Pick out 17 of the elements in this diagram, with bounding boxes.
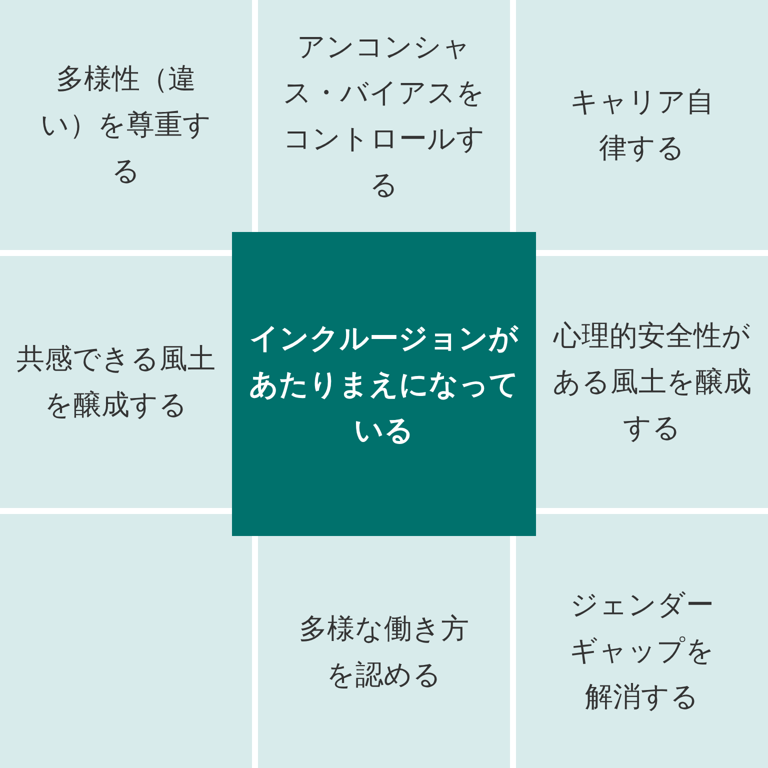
grid-cell (0, 514, 252, 768)
cell-text: ジェンダーギャップを解消する (568, 587, 716, 715)
cell-text: 共感できる風土を醸成する (16, 341, 216, 423)
cell-text: 多様な働き方を認める (299, 611, 469, 693)
cell-text: 多様性（違い）を尊重する (40, 61, 212, 189)
grid-cell (0, 0, 252, 250)
center-box (232, 232, 536, 536)
grid-cell (516, 514, 768, 768)
grid-cell (258, 536, 510, 768)
grid-cell (0, 256, 232, 508)
center-text: インクルージョンがあたりまえになっている (249, 320, 519, 449)
grid-cell (258, 0, 510, 232)
grid-cell (516, 0, 768, 250)
cell-text: 心理的安全性がある風土を醸成する (552, 318, 752, 446)
cell-text: キャリア自律する (569, 84, 715, 166)
grid-cell (536, 256, 768, 508)
cell-text: アンコンシャス・バイアスをコントロールする (282, 29, 486, 203)
